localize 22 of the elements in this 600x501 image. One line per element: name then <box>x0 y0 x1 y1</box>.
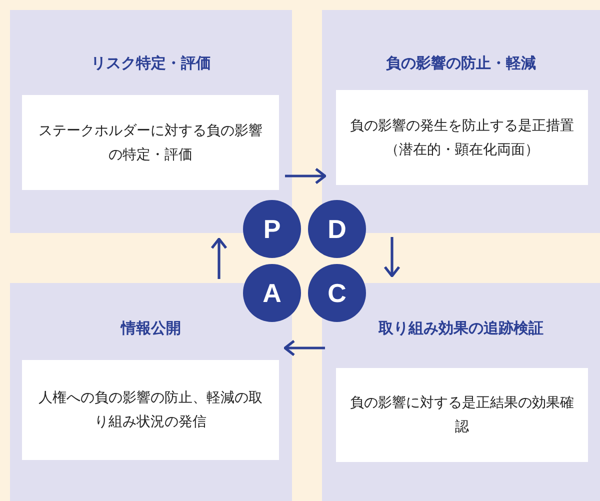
phase-letter: D <box>328 214 346 244</box>
phase-title: 情報公開 <box>119 319 182 338</box>
description-text: 人権への負の影響の防止、軽減の取り組み状況の発信 <box>38 389 264 432</box>
phase-letter: C <box>328 278 346 308</box>
description-text: 負の影響に対する是正結果の効果確認 <box>349 394 575 437</box>
description-card <box>336 368 588 462</box>
description-card <box>22 360 279 460</box>
phase-panel <box>10 283 292 501</box>
arrow <box>284 340 325 356</box>
phase-letter: P <box>263 214 281 244</box>
phase-panel <box>322 283 600 501</box>
arrow <box>285 168 326 184</box>
description-card <box>22 95 279 190</box>
description-text: 負の影響の発生を防止する是正措置（潜在的・顕在化両面） <box>349 116 575 160</box>
phase-letter: A <box>262 278 282 308</box>
description-text: ステークホルダーに対する負の影響の特定・評価 <box>38 122 264 164</box>
arrow <box>210 238 228 279</box>
arrow <box>384 237 400 278</box>
phase-title: リスク特定・評価 <box>90 54 212 73</box>
phase-title: 負の影響の防止・軽減 <box>385 54 537 73</box>
description-card <box>336 90 588 185</box>
phase-title: 取り組み効果の追跡検証 <box>377 319 544 338</box>
